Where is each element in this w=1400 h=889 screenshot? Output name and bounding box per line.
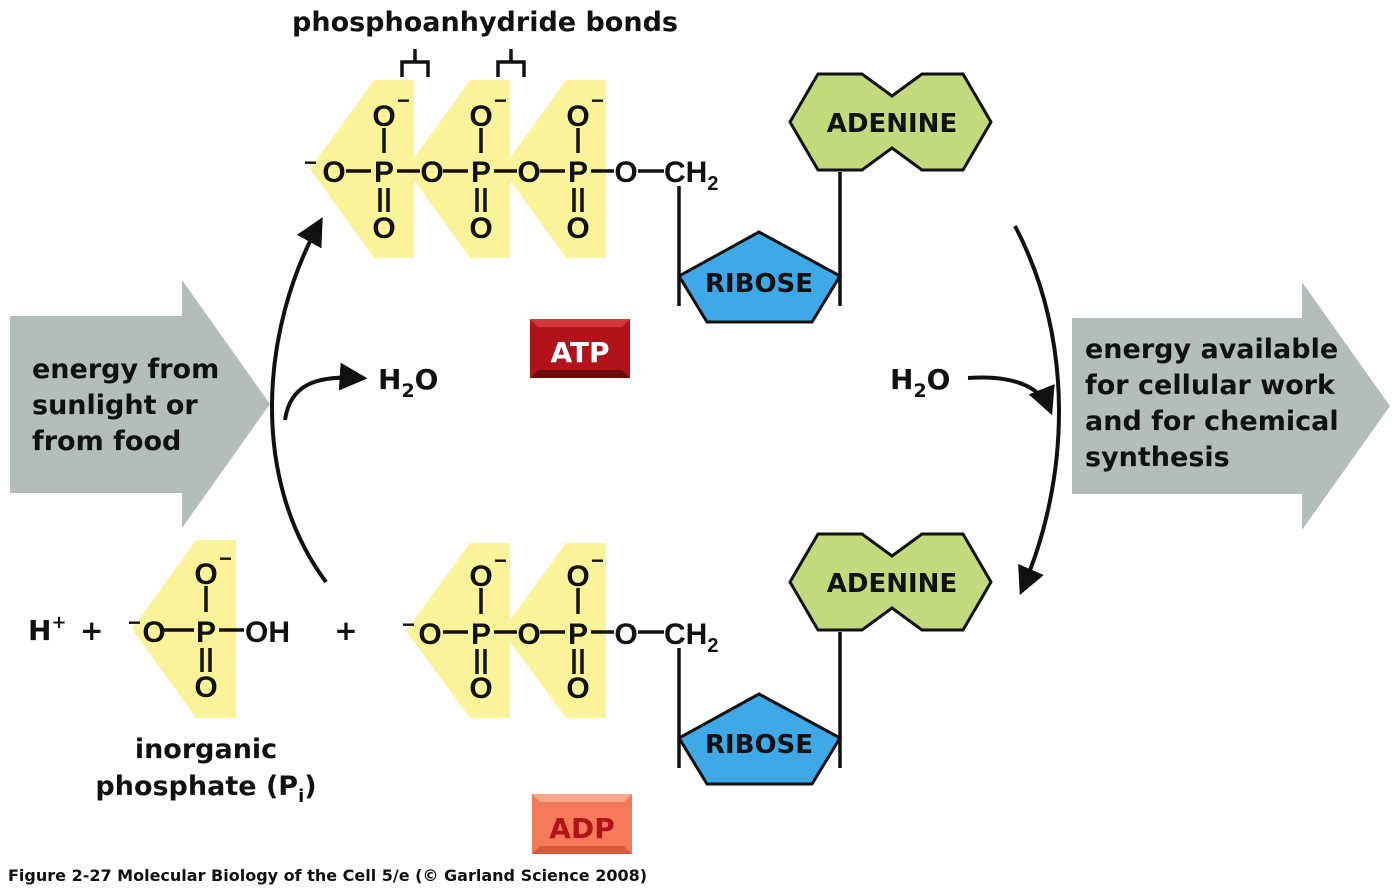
energy-output-arrow — [1072, 282, 1390, 530]
atp-badge-label: ATP — [550, 336, 609, 369]
pi-oxygen-left: O — [142, 616, 165, 649]
atp-phosphate-group-1 — [310, 80, 414, 258]
adp-top-oxygen-2: O — [566, 560, 589, 593]
energy-output-line-1: energy available — [1085, 334, 1338, 365]
atp-top-minus-3: − — [591, 88, 604, 113]
atp-top-oxygen-1: O — [372, 100, 395, 133]
atp-phosphorus-3: P — [568, 156, 588, 189]
atp-phosphate-group-2 — [406, 80, 510, 258]
water-product-label: H2O — [378, 363, 438, 402]
adp-phosphorus-1: P — [471, 618, 491, 651]
atp-ribose-label: RIBOSE — [705, 269, 813, 299]
adp-ester-oxygen: O — [614, 618, 637, 651]
adp-bottom-oxygen-2: O — [566, 672, 589, 705]
atp-bottom-oxygen-2: O — [469, 212, 492, 245]
atp-top-oxygen-3: O — [566, 100, 589, 133]
pi-oxygen-bottom: O — [194, 671, 217, 704]
atp-nucleoside: RIBOSE ADENINE — [676, 72, 993, 324]
proton-label: H+ — [28, 612, 67, 647]
pi-phosphorus: P — [196, 616, 216, 649]
water-input-arrow — [967, 375, 1055, 416]
atp-terminal-oxygen: O — [322, 156, 345, 189]
adp-bonds — [443, 588, 664, 674]
adp-atoms: − O P O P O O − O − O O CH2 — [402, 548, 718, 705]
plus-sign-2: + — [334, 614, 357, 647]
hydrolysis-arrow — [1013, 225, 1061, 596]
atp-top-minus-1: − — [397, 88, 410, 113]
atp-ribose-shape — [676, 230, 843, 324]
energy-output-line-2: for cellular work — [1085, 370, 1336, 401]
atp-bonds — [346, 128, 664, 212]
phosphoanhydride-title: phosphoanhydride bonds — [292, 7, 678, 38]
adp-adenine-label: ADENINE — [827, 569, 957, 599]
atp-bottom-oxygen-3: O — [566, 212, 589, 245]
adp-phosphorus-2: P — [568, 618, 588, 651]
atp-atoms: − O P O P O P O O − O − O − O O O CH2 — [304, 88, 718, 245]
pi-hydroxyl: OH — [245, 616, 290, 649]
adp-adenine-shape — [788, 532, 993, 632]
bond-bracket-1 — [400, 49, 430, 77]
atp-ch2: CH2 — [664, 156, 718, 195]
atp-phosphorus-2: P — [471, 156, 491, 189]
plus-sign-1: + — [80, 614, 103, 647]
atp-ester-oxygen: O — [614, 156, 637, 189]
adp-badge-label: ADP — [549, 812, 614, 845]
energy-input-line-1: energy from — [32, 354, 219, 385]
atp-phosphorus-1: P — [374, 156, 394, 189]
atp-adenine-label: ADENINE — [827, 109, 957, 139]
energy-input-line-2: sunlight or — [32, 390, 198, 421]
water-reactant-label: H2O — [890, 363, 950, 402]
atp-adenine-shape — [788, 72, 993, 172]
pi-top-minus: − — [219, 546, 232, 571]
atp-top-oxygen-2: O — [469, 100, 492, 133]
adp-terminal-oxygen: O — [418, 618, 441, 651]
atp-bridge-oxygen-1: O — [420, 156, 443, 189]
bond-bracket-2 — [496, 49, 526, 77]
adp-ribose-label: RIBOSE — [705, 730, 813, 760]
pi-oxygen-top: O — [194, 558, 217, 591]
figure-caption: Figure 2-27 Molecular Biology of the Cel… — [8, 866, 647, 885]
adp-bridge-oxygen: O — [517, 618, 540, 651]
synthesis-arrow — [270, 217, 328, 584]
adp-bottom-oxygen-1: O — [469, 672, 492, 705]
adp-ribose-shape — [676, 692, 843, 786]
atp-bridge-oxygen-2: O — [517, 156, 540, 189]
adp-nucleoside: RIBOSE ADENINE — [676, 532, 993, 786]
atp-bottom-oxygen-1: O — [372, 212, 395, 245]
adp-terminal-minus: − — [402, 612, 415, 637]
energy-output-line-4: synthesis — [1085, 442, 1230, 473]
atp-terminal-minus: − — [304, 150, 317, 175]
atp-badge: ATP — [530, 319, 630, 378]
adp-top-minus-2: − — [591, 548, 604, 573]
energy-output-line-3: and for chemical — [1085, 406, 1339, 437]
atp-top-minus-2: − — [494, 88, 507, 113]
pi-minus: − — [128, 610, 141, 635]
energy-input-line-3: from food — [32, 426, 181, 457]
energy-input-arrow — [10, 280, 270, 528]
pi-bonds — [164, 586, 244, 672]
adp-top-minus-1: − — [494, 548, 507, 573]
adp-top-oxygen-1: O — [469, 560, 492, 593]
atp-phosphate-group-3 — [502, 80, 606, 258]
adp-ch2: CH2 — [664, 618, 718, 657]
water-release-arrow — [283, 362, 368, 421]
pi-caption-line-2: phosphate (Pi) — [95, 771, 316, 807]
pi-caption-line-1: inorganic — [135, 734, 277, 765]
adp-badge: ADP — [532, 794, 632, 854]
